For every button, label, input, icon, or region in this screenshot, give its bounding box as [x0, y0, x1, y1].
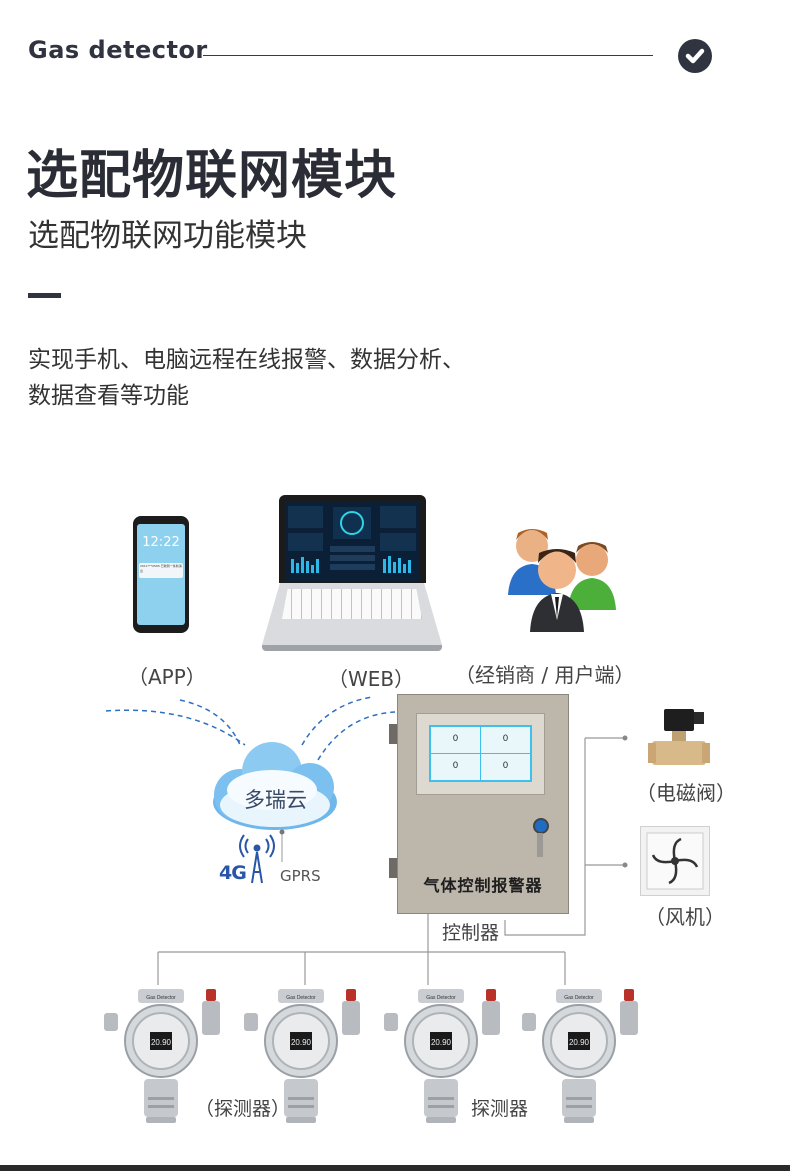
dashed-link-app-1	[105, 709, 246, 746]
detector-display: 20.90	[291, 1038, 312, 1047]
main-heading: 选配物联网模块	[26, 146, 398, 206]
gas-detector-4: Gas Detector 20.90	[522, 985, 642, 1125]
solenoid-valve-icon	[648, 709, 710, 765]
exhaust-fan-icon	[640, 826, 710, 896]
cloud-label: 多瑞云	[244, 788, 307, 812]
detector-brand: Gas Detector	[286, 995, 316, 1001]
app-label: （APP）	[128, 665, 206, 689]
checkmark-circle-icon	[678, 39, 712, 73]
fan-label: （风机）	[645, 905, 725, 929]
laptop-lip	[262, 645, 442, 651]
cabinet-lock-icon	[533, 818, 549, 834]
controller-touchscreen: 0 0 0 0	[429, 725, 532, 782]
4g-badge: 4G	[219, 862, 247, 884]
gas-detector-3: Gas Detector 20.90	[384, 985, 504, 1125]
gas-detector-2: Gas Detector 20.90	[244, 985, 364, 1125]
accent-bar	[28, 293, 61, 298]
antenna-tower-icon	[239, 834, 275, 884]
detector-label-right: 探测器	[471, 1098, 529, 1120]
users-label: （经销商 / 用户端）	[455, 663, 635, 687]
gas-detector-1: Gas Detector 20.90	[104, 985, 224, 1125]
detector-label-left: （探测器）	[195, 1098, 291, 1120]
bottom-border	[0, 1165, 790, 1171]
detector-brand: Gas Detector	[564, 995, 594, 1001]
users-group-icon	[508, 529, 616, 632]
valve-label: （电磁阀）	[636, 781, 736, 805]
dashed-link-web-2	[317, 711, 396, 761]
laptop-dashboard-screen	[285, 501, 420, 581]
channel-2-reading: 0	[481, 727, 530, 753]
description-line-1: 实现手机、电脑远程在线报警、数据分析、	[28, 347, 465, 373]
channel-3-reading: 0	[431, 754, 480, 780]
phone-notification: 2011***0565 已收到一条新消息	[139, 563, 183, 578]
dashed-link-app-2	[179, 699, 241, 746]
detector-display: 20.90	[151, 1038, 172, 1047]
detector-display: 20.90	[431, 1038, 452, 1047]
cabinet-hinge-top	[389, 724, 397, 744]
gprs-label: GPRS	[280, 867, 321, 885]
sub-heading: 选配物联网功能模块	[28, 218, 307, 254]
header-divider	[203, 55, 653, 56]
laptop-keyboard	[282, 589, 422, 619]
dashed-link-web-1	[301, 696, 373, 746]
controller-label: 控制器	[442, 922, 500, 944]
channel-1-reading: 0	[431, 727, 480, 753]
web-label: （WEB）	[328, 667, 415, 691]
channel-4-reading: 0	[481, 754, 530, 780]
description-line-2: 数据查看等功能	[28, 383, 189, 409]
cabinet-hinge-bottom	[389, 858, 397, 878]
controller-nameplate: 气体控制报警器	[423, 876, 543, 895]
detector-brand: Gas Detector	[426, 995, 456, 1001]
detector-display: 20.90	[569, 1038, 590, 1047]
cabinet-key-icon	[537, 833, 543, 857]
detector-brand: Gas Detector	[146, 995, 176, 1001]
phone-clock: 12:22	[142, 535, 180, 550]
cloud-icon	[213, 742, 337, 830]
section-title: Gas detector	[28, 36, 208, 64]
